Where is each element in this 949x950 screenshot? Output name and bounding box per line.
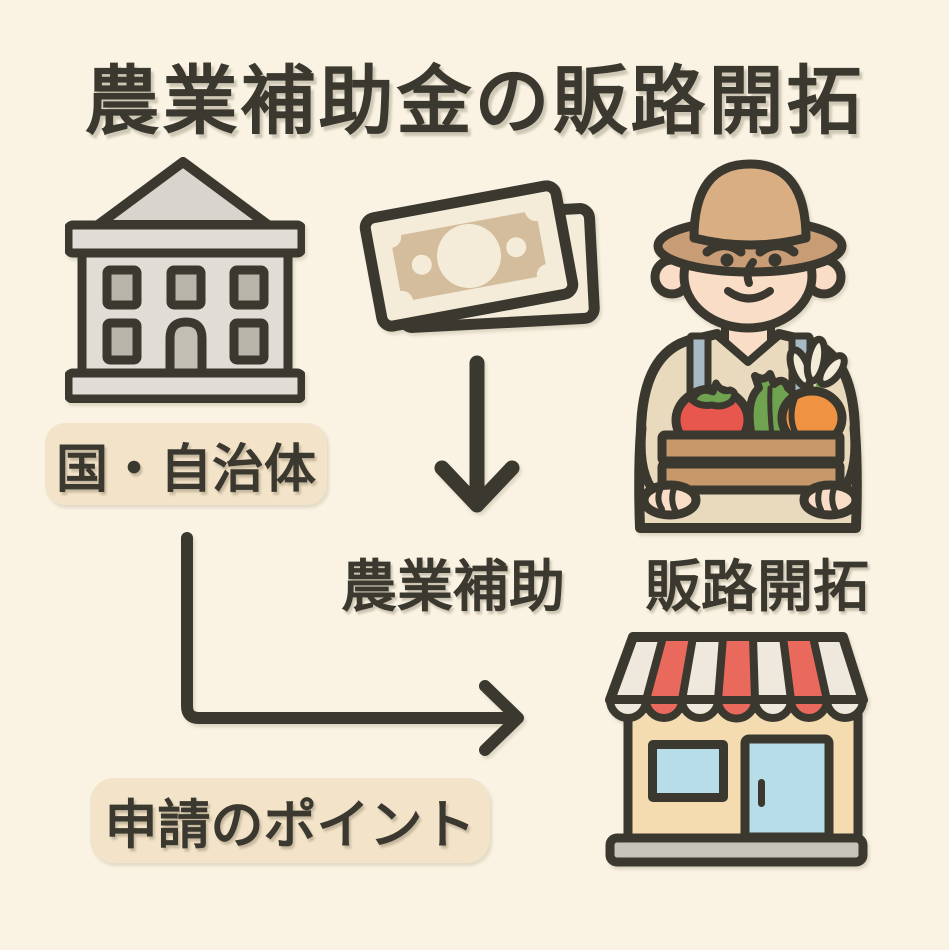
awning-scallop — [751, 696, 795, 722]
banknote-side-circle — [411, 254, 432, 275]
awning-scallop — [714, 696, 759, 723]
farmer-eye — [720, 253, 734, 267]
radish-leaf — [816, 352, 848, 388]
application-label-badge: 申請のポイント — [90, 778, 490, 863]
application-l-arrow-icon — [181, 532, 524, 756]
farmer-with-vegetable-box-icon — [634, 159, 862, 533]
farmer-nose — [743, 258, 757, 287]
store-door-handle — [758, 779, 765, 807]
banknote-notch — [391, 290, 414, 313]
application-label: 申請のポイント — [104, 795, 476, 855]
market-label: 販路開拓 — [645, 555, 869, 618]
tomato-leaf — [688, 379, 739, 410]
banknote-notch — [524, 199, 547, 222]
government-building-icon — [65, 157, 305, 403]
l-arrow-shaft-and-head — [181, 532, 524, 756]
farmer-eye — [768, 253, 782, 267]
farmer-eyebrow — [702, 241, 746, 257]
hand-finger-lines — [655, 485, 678, 513]
awning-scallop — [787, 696, 831, 722]
awning-scallop — [642, 696, 686, 722]
leaf-vein — [767, 385, 775, 439]
farmer-eyebrow — [755, 241, 799, 257]
page-title: 農業補助金の販路開拓 — [84, 59, 865, 143]
storefront-icon — [605, 632, 868, 867]
government-label-badge: 国・自治体 — [45, 423, 327, 505]
banknote-notch — [536, 263, 559, 286]
building-base — [65, 368, 305, 403]
banknote-side-circle — [506, 237, 527, 258]
banknote-center-circle — [437, 224, 501, 288]
banknotes-icon — [359, 180, 600, 333]
subsidy-down-arrow-icon — [434, 355, 520, 513]
building-door — [165, 317, 207, 378]
farmer-hat-crown — [689, 159, 811, 250]
building-window — [229, 318, 269, 365]
government-label: 国・自治体 — [55, 440, 316, 499]
hand-finger-lines — [815, 485, 838, 513]
crate-board — [657, 459, 845, 495]
front-banknote — [359, 180, 579, 332]
carrot-detail-line — [788, 395, 798, 435]
crate-board — [657, 430, 845, 466]
building-window — [166, 265, 206, 310]
store-door — [740, 734, 834, 842]
subsidy-label: 農業補助 — [341, 555, 565, 618]
awning-scallop — [606, 696, 650, 722]
down-arrow-shaft-and-head — [434, 355, 520, 513]
awning-red-stripe — [714, 633, 759, 704]
farmer-mouth — [724, 287, 774, 303]
banknote-notch — [379, 226, 402, 249]
building-window — [229, 265, 269, 310]
awning-scallop — [678, 696, 722, 722]
building-window — [102, 265, 142, 310]
store-window-glass — [657, 749, 719, 793]
awning-scallop — [823, 696, 867, 722]
building-window — [102, 318, 142, 365]
store-base — [605, 833, 868, 867]
building-roof — [93, 157, 273, 230]
